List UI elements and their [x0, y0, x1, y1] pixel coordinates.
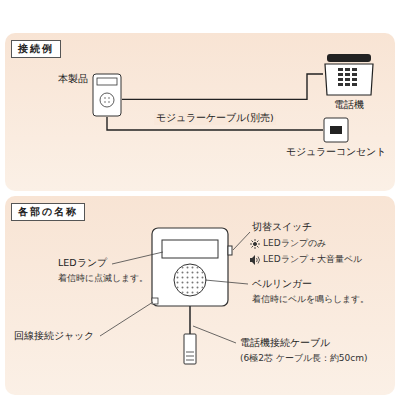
part-label: 電話機接続ケーブル — [240, 337, 330, 348]
part-label: LEDランプ — [58, 257, 107, 268]
led-window — [162, 240, 218, 258]
modular-outlet: モジュラーコンセント — [323, 117, 349, 143]
node-shape — [323, 52, 375, 96]
part-name: 本製品 — [58, 73, 88, 86]
line-jack — [152, 298, 158, 304]
part-name: 電話機 — [334, 99, 364, 112]
node-shape — [92, 73, 122, 117]
part-label: ベルリンガー — [252, 278, 312, 289]
part-description: (6極2芯 ケーブル長：約50cm) — [240, 353, 368, 364]
part-description: 着信時に点滅します。 — [58, 273, 148, 284]
switch — [228, 246, 232, 255]
section-heading: 各部の名称 — [11, 203, 85, 221]
speaker-holes — [175, 265, 205, 295]
part-name: モジュラーコンセント — [286, 146, 386, 159]
cable-label: モジュラーケーブル(別売) — [154, 112, 275, 125]
section-heading: 接続例 — [11, 40, 61, 58]
device-body — [152, 228, 228, 306]
part-description: LEDランプ＋大音量ベル — [263, 254, 362, 265]
part-label: 切替スイッチ — [252, 221, 312, 232]
telephone: 電話機 — [323, 52, 375, 96]
bell-ringer — [174, 264, 206, 296]
plug — [184, 334, 196, 364]
device: 本製品 — [92, 73, 122, 117]
node-shape — [323, 117, 349, 143]
cable — [189, 306, 191, 334]
part-description: 着信時にベルを鳴らします。 — [252, 294, 369, 305]
leader-lines — [100, 232, 250, 343]
modular-cable — [122, 74, 323, 99]
led-icon — [250, 239, 260, 249]
bell-icon — [250, 255, 260, 265]
part-label: 回線接続ジャック — [14, 330, 94, 341]
part-description: LEDランプのみ — [263, 238, 326, 249]
